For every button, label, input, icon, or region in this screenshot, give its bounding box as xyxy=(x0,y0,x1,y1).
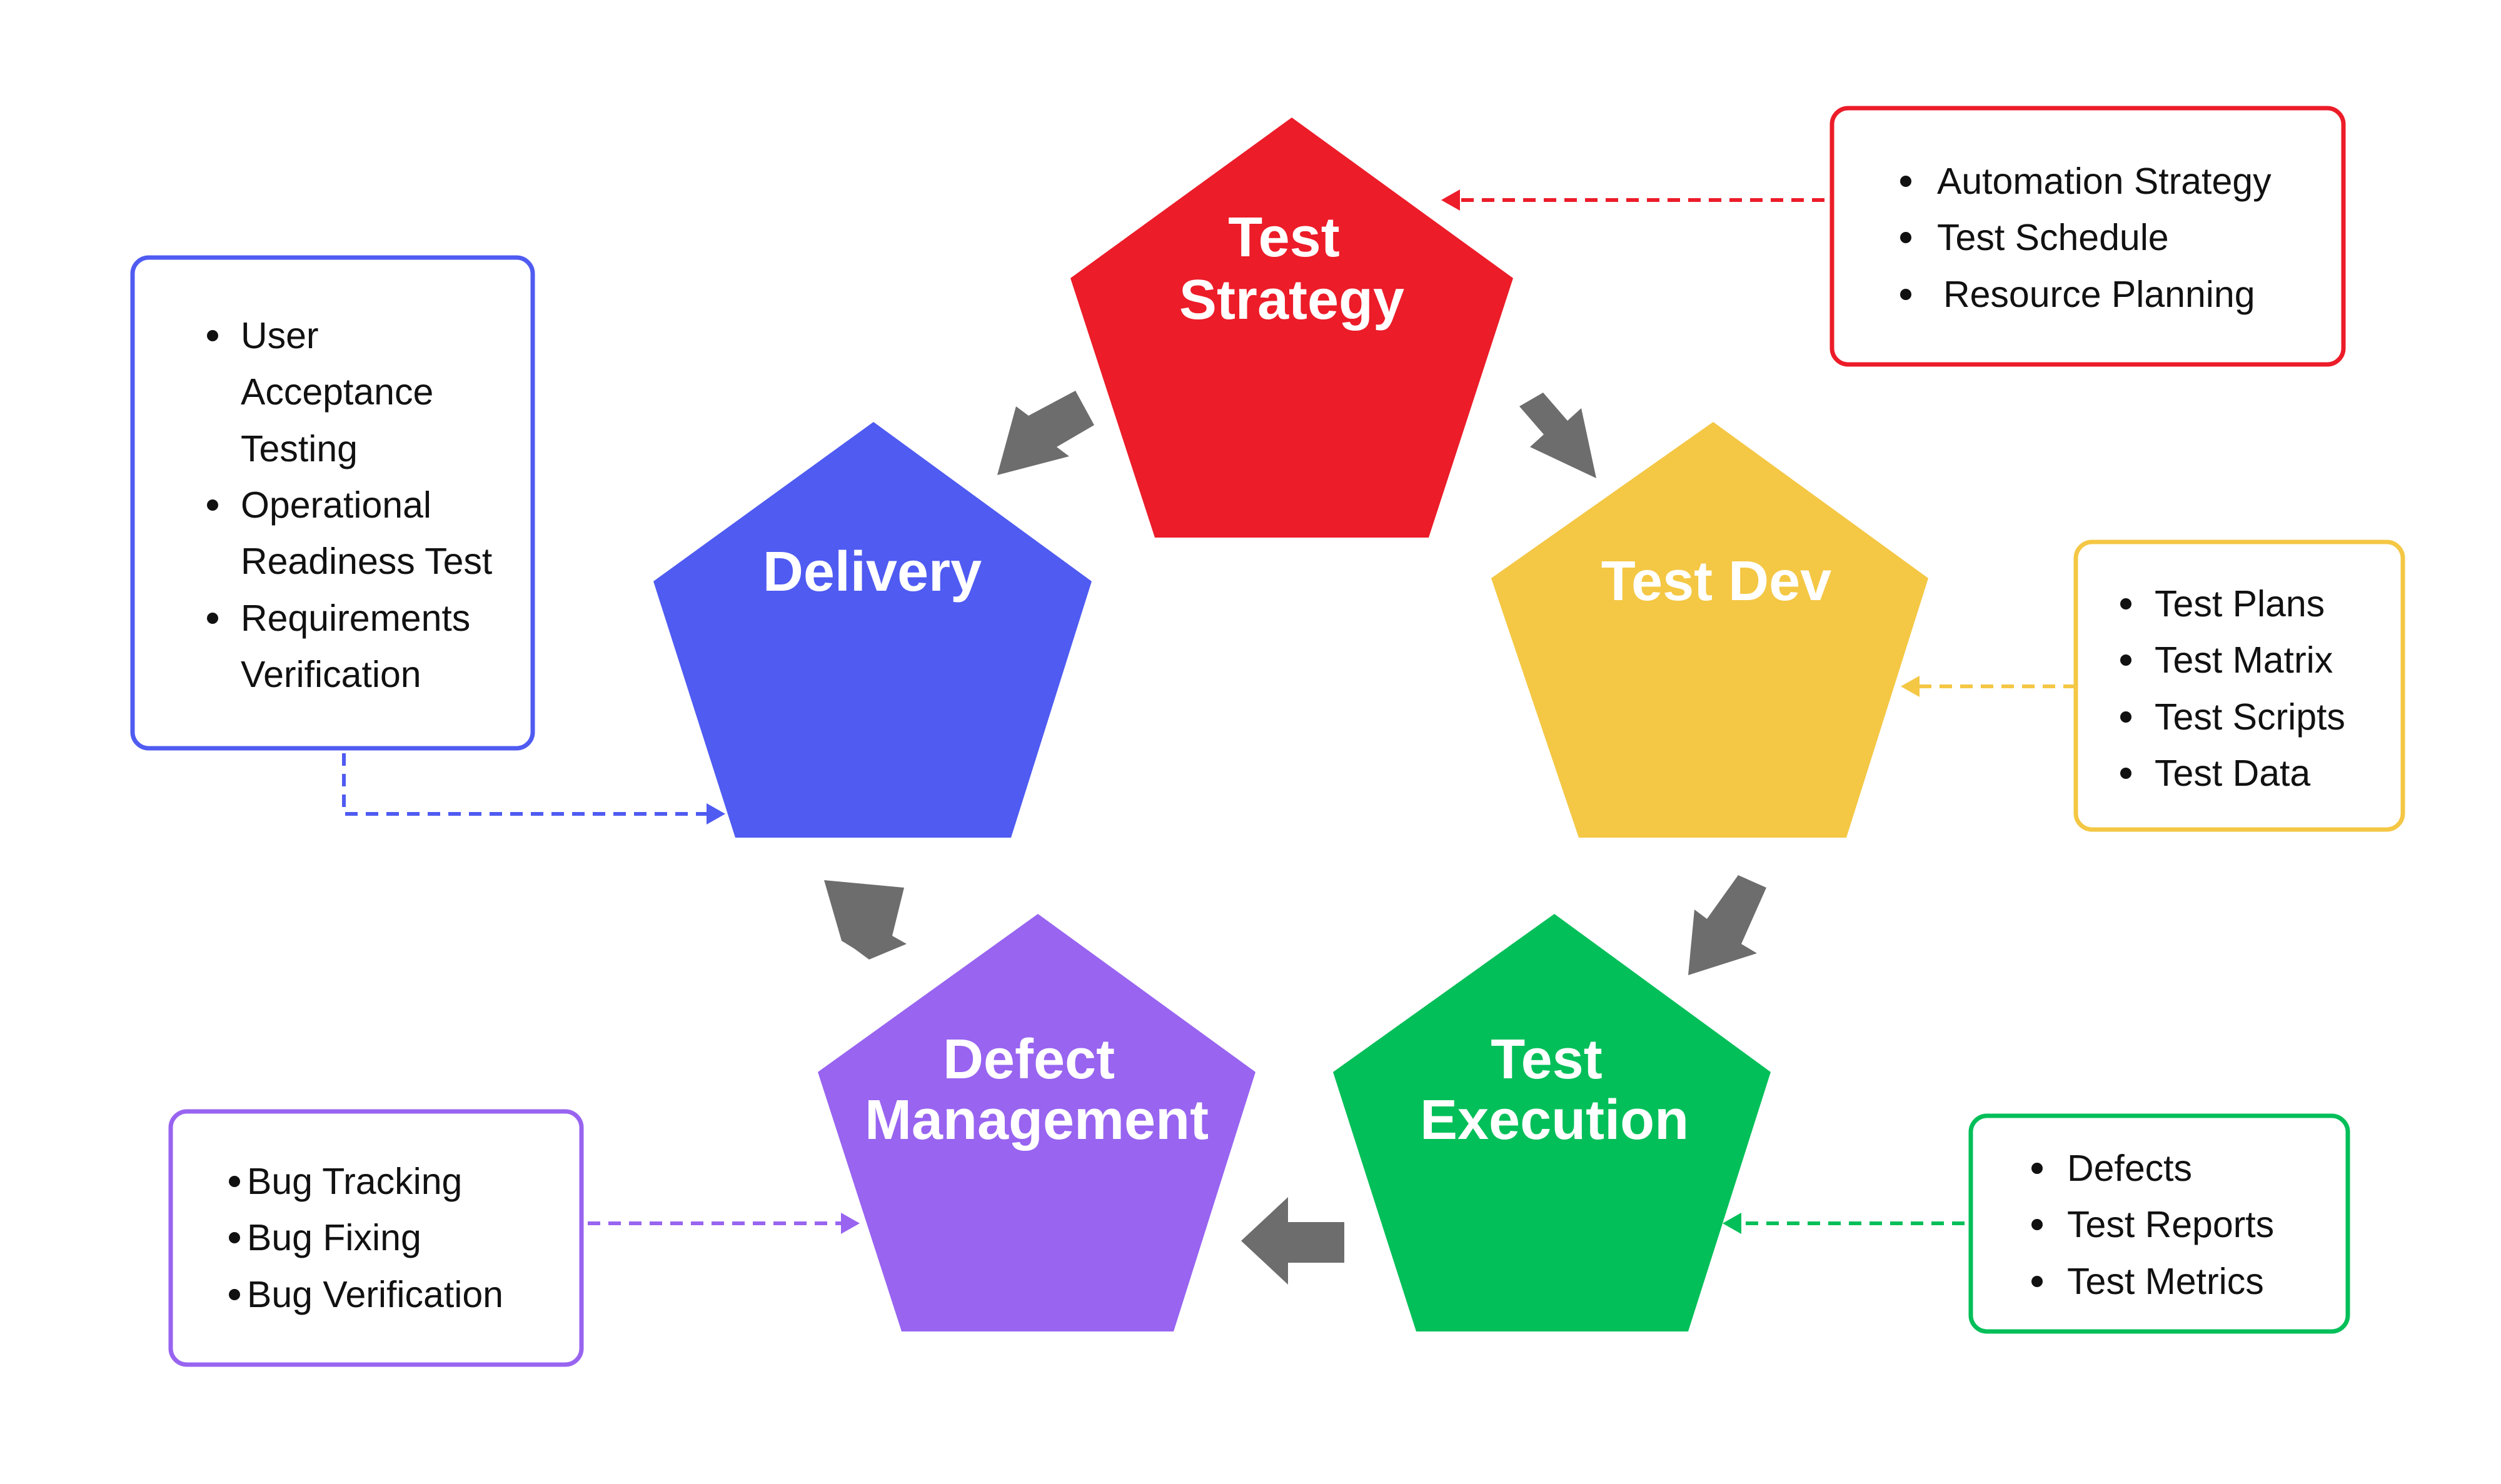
connector-delivery xyxy=(342,753,707,816)
stage-test-strategy: Test Strategy xyxy=(1070,118,1513,538)
cycle-arrows xyxy=(824,391,1766,1285)
bullet-icon xyxy=(1900,232,1911,243)
stage-title-line: Test xyxy=(1491,1028,1602,1091)
stage-test-dev: Test Dev xyxy=(1491,422,1928,838)
bullet-icon xyxy=(207,613,218,624)
bullet-icon xyxy=(229,1232,240,1243)
info-box-defect: Bug Tracking Bug Fixing Bug Verification xyxy=(168,1109,584,1367)
info-box-frame xyxy=(130,255,535,751)
info-item-continuation: Acceptance xyxy=(241,371,433,413)
stage-defect-management: Defect Management xyxy=(818,914,1256,1331)
arrow-dev-to-execution xyxy=(1688,875,1766,975)
arrow-defect-to-delivery xyxy=(824,880,907,960)
info-item: Test Matrix xyxy=(2155,639,2333,681)
pentagon-test-strategy xyxy=(1070,118,1513,538)
info-item: Resource Planning xyxy=(1943,274,2255,315)
svg-text:Test Dev: Test Dev xyxy=(1601,550,1831,613)
arrowhead-defect xyxy=(841,1213,860,1234)
stage-title-line: Delivery xyxy=(763,541,982,603)
info-item-continuation: Testing xyxy=(241,428,358,469)
bullet-icon xyxy=(1900,176,1911,187)
bullet-icon xyxy=(207,499,218,511)
bullet-icon xyxy=(2031,1163,2043,1174)
bullet-icon xyxy=(229,1176,240,1187)
stage-title-line: Execution xyxy=(1420,1089,1689,1151)
info-item: Bug Tracking xyxy=(247,1161,462,1202)
arrow-delivery-to-strategy xyxy=(997,391,1094,475)
pentagon-delivery xyxy=(653,422,1092,838)
info-item: Requirements xyxy=(241,598,470,639)
arrowhead-strategy xyxy=(1441,189,1460,211)
bullet-icon xyxy=(2031,1276,2043,1287)
stage-title-line: Test Dev xyxy=(1601,550,1831,613)
bullet-icon xyxy=(2120,598,2131,609)
info-box-dev: Test Plans Test Matrix Test Scripts Test… xyxy=(2073,539,2405,832)
arrow-strategy-to-dev xyxy=(1519,393,1596,478)
stage-test-execution: Test Execution xyxy=(1333,914,1771,1331)
stage-title-line: Test xyxy=(1228,206,1339,269)
info-item: Test Plans xyxy=(2155,583,2325,624)
stage-title-line: Strategy xyxy=(1179,269,1404,331)
pentagon-defect-management xyxy=(818,914,1256,1331)
arrowhead-execution xyxy=(1723,1213,1741,1234)
info-item: Test Schedule xyxy=(1937,217,2169,258)
info-box-delivery: User Acceptance Testing Operational Read… xyxy=(130,255,535,751)
bullet-icon xyxy=(2120,768,2131,779)
stage-delivery: Delivery xyxy=(653,422,1092,838)
info-box-frame xyxy=(2073,539,2405,832)
info-box-frame xyxy=(1968,1113,2350,1334)
svg-text:Defect Management: Defect Management xyxy=(865,1028,1209,1151)
bullet-icon xyxy=(207,330,218,341)
info-item: Bug Fixing xyxy=(247,1217,421,1258)
info-box-strategy: Automation Strategy Test Schedule Resour… xyxy=(1829,106,2346,367)
arrow-execution-to-defect xyxy=(1241,1197,1344,1285)
bullet-icon xyxy=(229,1289,240,1300)
pentagon-test-execution xyxy=(1333,914,1771,1331)
bullet-icon xyxy=(2031,1219,2043,1230)
arrowhead-delivery xyxy=(707,803,725,825)
svg-text:Test Execution: Test Execution xyxy=(1420,1028,1689,1151)
info-item: Automation Strategy xyxy=(1937,161,2272,202)
info-item: Test Data xyxy=(2155,753,2310,794)
info-item-continuation: Verification xyxy=(241,654,421,695)
pentagon-test-dev xyxy=(1491,422,1928,838)
info-item: Defects xyxy=(2067,1148,2192,1189)
bullet-icon xyxy=(2120,711,2131,723)
arrowhead-dev xyxy=(1901,676,1920,697)
info-item: Test Metrics xyxy=(2067,1261,2264,1302)
info-item: Test Scripts xyxy=(2155,696,2345,738)
info-box-frame xyxy=(1829,106,2346,367)
bullet-icon xyxy=(1900,289,1911,300)
stage-title-line: Management xyxy=(865,1089,1209,1151)
info-item: Operational xyxy=(241,484,431,526)
info-item: Bug Verification xyxy=(247,1274,503,1315)
svg-text:Test Strategy: Test Strategy xyxy=(1179,206,1404,331)
info-box-frame xyxy=(168,1109,584,1367)
bullet-icon xyxy=(2120,654,2131,666)
info-item: User xyxy=(241,315,319,356)
stage-title-line: Defect xyxy=(943,1028,1115,1091)
connectors xyxy=(342,198,2076,1225)
connector-arrowheads xyxy=(707,189,1920,1234)
info-item-continuation: Readiness Test xyxy=(241,541,492,582)
info-item: Test Reports xyxy=(2067,1204,2274,1245)
info-box-execution: Defects Test Reports Test Metrics xyxy=(1968,1113,2350,1334)
svg-text:Delivery: Delivery xyxy=(763,541,982,603)
